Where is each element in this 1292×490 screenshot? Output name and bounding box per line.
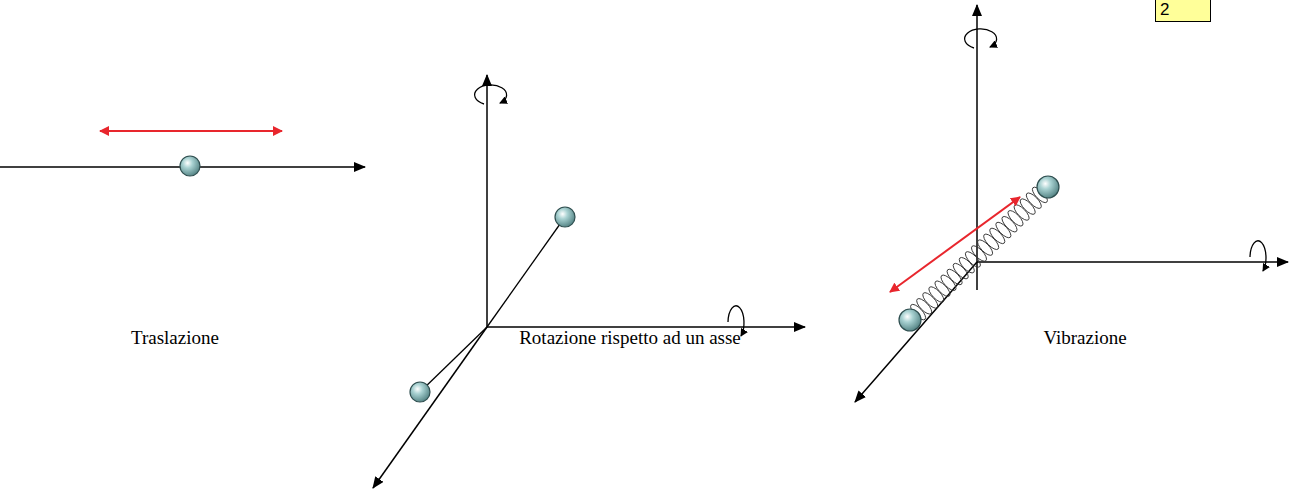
- vibration-figure: [855, 5, 1288, 402]
- figure-caption: Rotazione rispetto ad un asse: [519, 327, 741, 349]
- figure-caption: Vibrazione: [1043, 327, 1126, 349]
- rotation-figure: [373, 75, 805, 488]
- figure-caption: Traslazione: [131, 327, 219, 349]
- page-number-box: 2: [1155, 0, 1211, 22]
- spring-coils: [902, 179, 1056, 328]
- translation-figure: [0, 131, 365, 176]
- page-number: 2: [1156, 0, 1210, 20]
